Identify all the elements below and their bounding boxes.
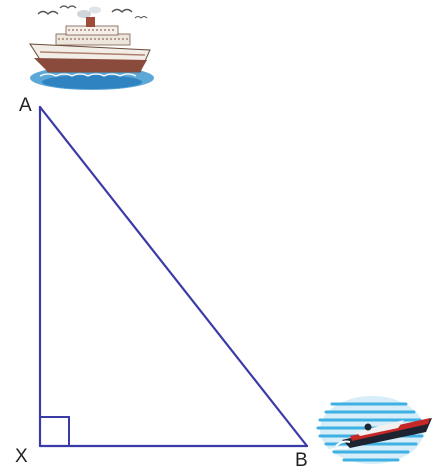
segment-ab: [38, 105, 309, 448]
right-angle-marker: [40, 416, 70, 446]
cruise-ship-icon: [29, 5, 154, 90]
speedboat-icon: [316, 396, 432, 464]
vertex-label-a: A: [19, 95, 32, 116]
vertex-label-x: X: [15, 446, 28, 467]
vertex-label-b: B: [295, 450, 308, 471]
